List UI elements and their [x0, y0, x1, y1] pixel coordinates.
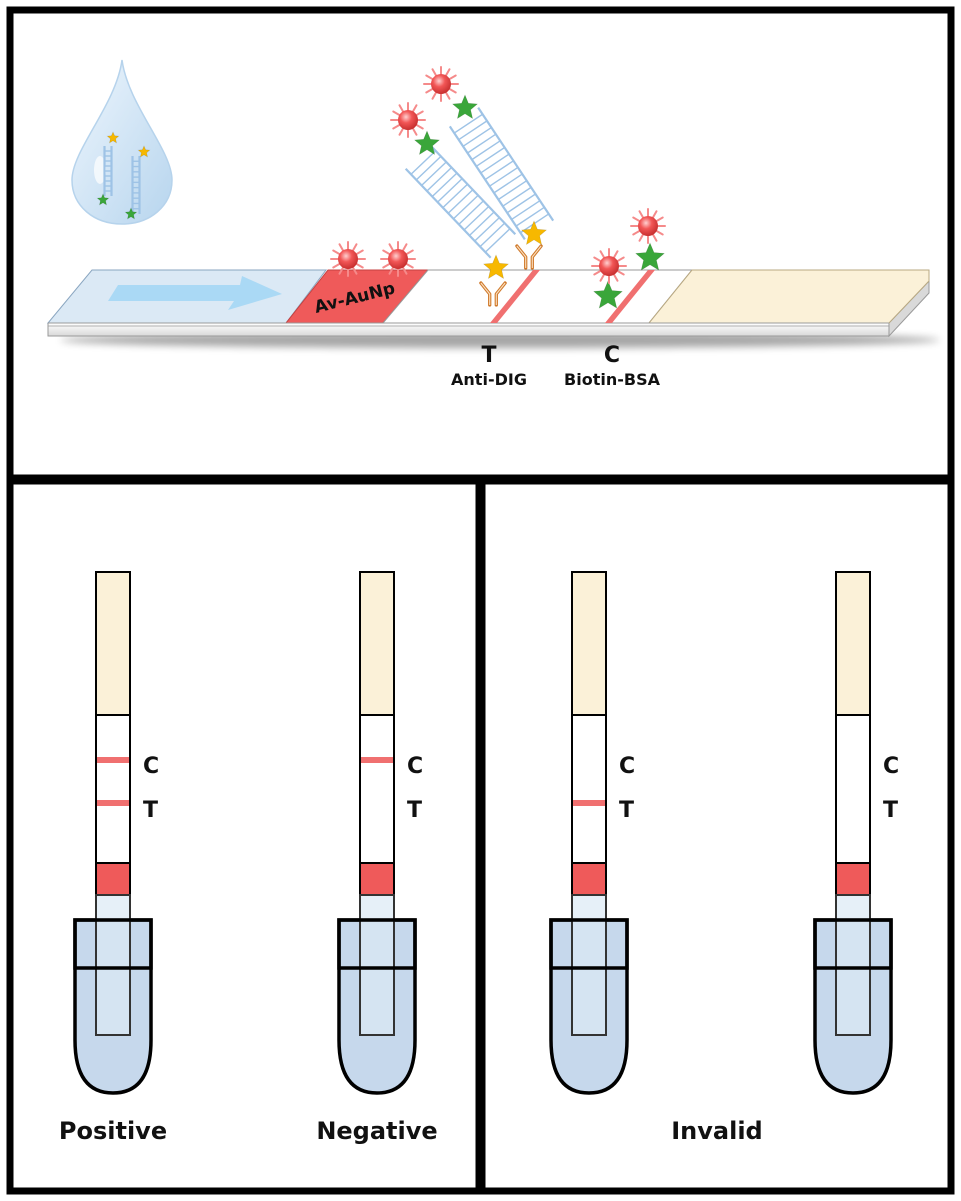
absorbent-pad [95, 571, 131, 716]
antibody-icon [479, 281, 507, 307]
bottom-left-panel-frame [6, 477, 483, 1195]
top-panel: Av-AuNp T Anti-DIG C Biotin-BSA [46, 59, 940, 389]
top-panel-frame [6, 6, 955, 482]
biotin-icon [451, 94, 479, 120]
flow-arrow [108, 276, 282, 310]
test-letter: T [619, 798, 634, 823]
gold-nanoparticle-icon [591, 248, 627, 284]
conjugate-pad [95, 862, 131, 896]
sample-pad [95, 894, 131, 1036]
antibody-icon [515, 244, 543, 270]
test-letter: T [883, 798, 898, 823]
test-letter: T [143, 798, 158, 823]
gold-nanoparticle-icon [390, 102, 426, 138]
biotin-icon [592, 280, 624, 309]
dna-duplex-icon [404, 144, 517, 259]
test-line [573, 800, 605, 806]
absorbent-pad [647, 269, 930, 324]
sample-pad [571, 894, 607, 1036]
absorbent-pad [571, 571, 607, 716]
test-line [490, 270, 540, 323]
membrane [571, 714, 607, 864]
positive-label: Positive [59, 1117, 167, 1145]
sample-droplet [71, 59, 173, 225]
absorbent-pad [359, 571, 395, 716]
biotin-icon [634, 242, 666, 271]
bottom-right-panel-frame [478, 477, 955, 1195]
digoxigenin-icon [520, 220, 548, 246]
biotin-icon [124, 207, 138, 220]
tube-cap [337, 918, 417, 970]
result-strip-negative: CT [337, 571, 423, 1095]
membrane [359, 714, 395, 864]
test-line-reagent: Anti-DIG [451, 370, 527, 389]
sample-pad [835, 894, 871, 1036]
control-line [605, 270, 655, 323]
conjugate-pad [571, 862, 607, 896]
digoxigenin-icon [482, 254, 510, 280]
particles [330, 66, 666, 309]
frames [6, 6, 955, 1195]
conjugate-pad [359, 862, 395, 896]
sample-pad [359, 894, 395, 1036]
dna-duplex-icon [103, 146, 113, 196]
biotin-icon [96, 193, 110, 206]
tube-cap [73, 918, 153, 970]
gold-nanoparticle-icon [423, 66, 459, 102]
biotin-icon [413, 130, 441, 156]
digoxigenin-icon [137, 145, 151, 158]
control-letter: C [883, 754, 899, 779]
control-letter: C [143, 754, 159, 779]
control-letter: C [619, 754, 635, 779]
gold-nanoparticle-icon [380, 241, 416, 277]
result-strip-invalid-2: CT [813, 571, 899, 1095]
membrane [835, 714, 871, 864]
result-strip-invalid-1: CT [549, 571, 635, 1095]
control-line-letter: C [604, 343, 620, 368]
test-line-letter: T [481, 343, 496, 368]
digoxigenin-icon [106, 131, 120, 144]
tube-cap [813, 918, 893, 970]
droplet-icon [71, 59, 173, 225]
test-letter: T [407, 798, 422, 823]
gold-nanoparticle-icon [330, 241, 366, 277]
dna-duplex-icon [448, 106, 555, 241]
result-strip-positive: CT [73, 571, 159, 1095]
membrane [95, 714, 131, 864]
control-line-reagent: Biotin-BSA [564, 370, 661, 389]
dna-duplex-icon [131, 156, 141, 214]
gold-nanoparticle-icon [630, 208, 666, 244]
negative-label: Negative [316, 1117, 437, 1145]
strip-side [47, 322, 890, 337]
test-line [97, 800, 129, 806]
absorbent-pad [835, 571, 871, 716]
conjugate-pad [835, 862, 871, 896]
control-line [361, 757, 393, 763]
control-line [97, 757, 129, 763]
invalid-label: Invalid [671, 1117, 763, 1145]
control-letter: C [407, 754, 423, 779]
tube-cap [549, 918, 629, 970]
